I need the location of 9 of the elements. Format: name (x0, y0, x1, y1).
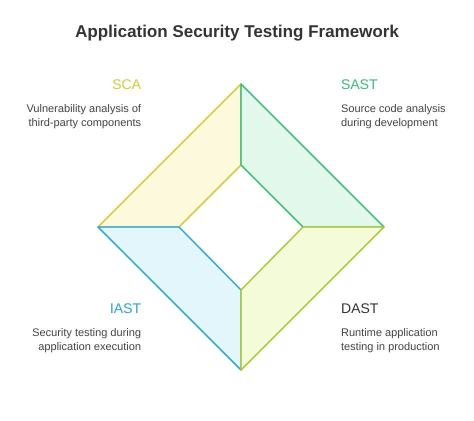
quadrant-description: Source code analysis during development (341, 102, 447, 130)
quadrant-description: Vulnerability analysis of third-party components (25, 102, 141, 130)
quadrant-description: Security testing during application execution (31, 326, 141, 354)
quadrant-title: IAST (110, 300, 141, 316)
quadrant-title: SAST (341, 76, 378, 92)
quadrant-title: SCA (112, 76, 141, 92)
diagram-title: Application Security Testing Framework (74, 22, 400, 42)
quadrant-description: Runtime application testing in production (341, 326, 440, 354)
quadrant-title: DAST (341, 300, 378, 316)
